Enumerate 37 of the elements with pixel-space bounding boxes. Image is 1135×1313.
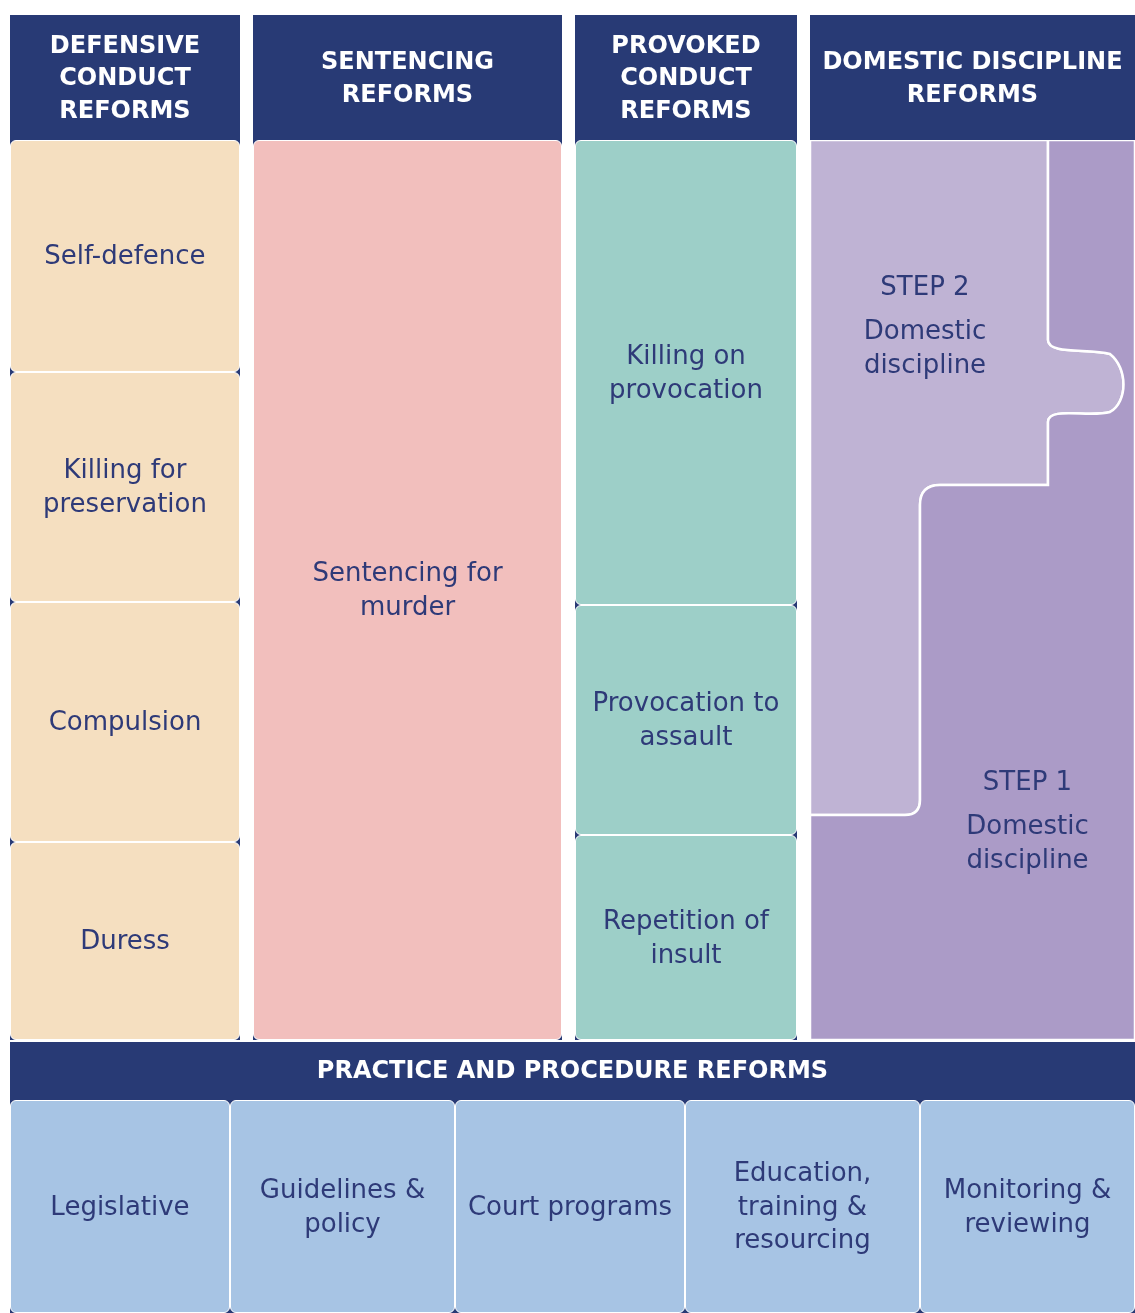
piece-label: Sentencing for murder bbox=[311, 556, 504, 623]
piece-label: Killing for preservation bbox=[42, 453, 208, 520]
puzzle-piece bbox=[10, 842, 240, 1040]
piece-label: Killing on provocation bbox=[608, 338, 764, 406]
piece-label: Court programs bbox=[467, 1189, 673, 1223]
column-heading: PRACTICE AND PROCEDURE REFORMS bbox=[316, 1054, 829, 1086]
piece-label: Legislative bbox=[50, 1189, 190, 1223]
piece-label: Domestic discipline bbox=[862, 313, 988, 381]
column-heading: DOMESTIC DISCIPLINE REFORMS bbox=[822, 46, 1123, 110]
puzzle-piece bbox=[575, 835, 797, 1040]
piece-label: STEP 1 bbox=[981, 765, 1074, 798]
piece-label: Monitoring & reviewing bbox=[942, 1172, 1113, 1240]
puzzle-piece bbox=[10, 140, 240, 372]
piece-label: Duress bbox=[80, 924, 170, 958]
piece-label: Domestic discipline bbox=[965, 808, 1090, 876]
piece-label: Education, training & resourcing bbox=[732, 1155, 873, 1257]
puzzle-piece bbox=[575, 605, 797, 835]
piece-label: Self-defence bbox=[44, 239, 206, 273]
puzzle-piece bbox=[10, 1100, 230, 1313]
piece-label: Compulsion bbox=[48, 705, 202, 739]
piece-label: Repetition of insult bbox=[602, 903, 771, 971]
column-heading: SENTENCING REFORMS bbox=[320, 46, 495, 110]
puzzle-piece bbox=[455, 1100, 685, 1313]
puzzle-piece bbox=[920, 1100, 1135, 1313]
puzzle-piece bbox=[10, 372, 240, 602]
puzzle-piece bbox=[575, 140, 797, 605]
piece-label: Guidelines & policy bbox=[258, 1172, 427, 1240]
column-panel bbox=[10, 15, 240, 1040]
puzzle-piece bbox=[230, 1100, 455, 1313]
column-panel bbox=[10, 1042, 1135, 1313]
piece-label: Provocation to assault bbox=[591, 686, 781, 753]
column-heading: DEFENSIVE CONDUCT REFORMS bbox=[48, 29, 202, 126]
column-heading: PROVOKED CONDUCT REFORMS bbox=[610, 29, 762, 126]
column-panel bbox=[575, 15, 797, 1040]
puzzle-piece bbox=[685, 1100, 920, 1313]
puzzle-piece bbox=[10, 602, 240, 842]
piece-label: STEP 2 bbox=[879, 270, 971, 303]
